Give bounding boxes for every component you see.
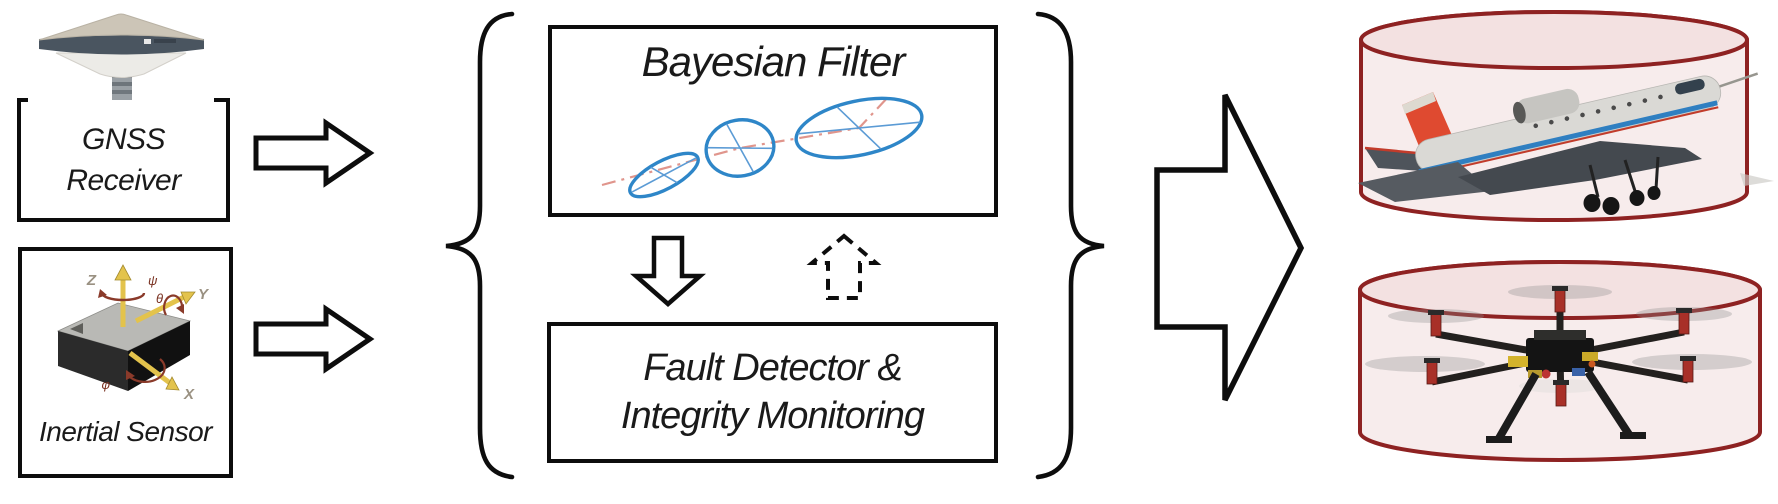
gnss-label-line2: Receiver xyxy=(66,164,181,197)
drone-hub xyxy=(1526,338,1594,372)
fusion-to-platforms-arrow xyxy=(1154,93,1305,402)
gnss-label-line1: GNSS xyxy=(81,122,166,156)
imu-phi-rotation-arc xyxy=(128,358,166,383)
gnss-to-fusion-arrow xyxy=(253,118,375,188)
trajectory-dashdot-line xyxy=(601,94,891,187)
antenna-radome xyxy=(38,13,205,41)
imu-x-label: X xyxy=(183,386,195,403)
bayesian-filter-title: Bayesian Filter xyxy=(641,38,906,85)
hexacopter-drone-icon xyxy=(1365,285,1752,443)
imu-theta-rotation-arc xyxy=(162,294,183,316)
left-curly-brace xyxy=(445,11,515,480)
imu-y-axis-arrow xyxy=(134,294,185,324)
antenna-band xyxy=(39,35,204,55)
imu-phi-label: φ xyxy=(101,377,110,392)
fault-to-filter-dashed-up-arrow xyxy=(806,233,882,300)
imu-theta-label: θ xyxy=(156,291,163,306)
drone-motor-pods xyxy=(1424,286,1696,407)
inertial-sensor-label: Inertial Sensor xyxy=(38,416,213,447)
imu-z-label: Z xyxy=(85,272,96,289)
gnss-receiver-box: GNSS Receiver xyxy=(17,98,230,222)
imu-x-axis-arrow xyxy=(128,351,171,385)
antenna-base-cone xyxy=(55,52,187,78)
covariance-ellipse-medium xyxy=(704,118,776,178)
drone-landing-legs xyxy=(1494,369,1634,442)
airplane-windows xyxy=(1533,94,1663,129)
filter-to-fault-down-arrow xyxy=(630,235,706,307)
airplane-blue-stripe xyxy=(1418,100,1718,175)
uav-platform-cylinder xyxy=(1358,260,1762,462)
airplane-engine-pod xyxy=(1515,88,1580,124)
airplane-left-wing xyxy=(1358,162,1492,202)
airplane-landing-gear xyxy=(1583,186,1661,215)
fault-detector-line1: Fault Detector & xyxy=(643,347,903,390)
right-curly-brace xyxy=(1035,11,1105,480)
imu-front-face xyxy=(57,331,128,391)
gnss-antenna-icon xyxy=(28,8,214,102)
aircraft-platform-cylinder xyxy=(1358,10,1774,222)
gnss-receiver-label: GNSS Receiver xyxy=(66,119,181,202)
airplane-cockpit xyxy=(1675,78,1705,95)
cylinder-top xyxy=(1359,10,1749,70)
fault-detector-line2: Integrity Monitoring xyxy=(620,394,925,437)
airplane-main-wing xyxy=(1458,141,1702,195)
fault-detector-box: Fault Detector & Integrity Monitoring xyxy=(547,322,998,463)
bayesian-filter-box: Bayesian Filter xyxy=(548,25,998,217)
airplane-fuselage-group xyxy=(1415,72,1759,178)
inertial-sensor-box: Z ψ Y θ X φ Inertial Sensor xyxy=(18,247,233,478)
inertial-to-fusion-arrow xyxy=(253,304,375,374)
covariance-ellipse-small xyxy=(628,151,700,199)
imu-y-label: Y xyxy=(198,286,210,303)
covariance-ellipse-large xyxy=(794,96,924,160)
covariance-ellipses-icon xyxy=(601,94,924,199)
airplane-icon xyxy=(1358,72,1774,215)
imu-axes-icon: Z ψ Y θ X φ xyxy=(56,264,210,403)
imu-psi-label: ψ xyxy=(148,273,158,288)
airplane-nose-boom xyxy=(1719,72,1759,88)
imu-side-face xyxy=(127,321,190,391)
